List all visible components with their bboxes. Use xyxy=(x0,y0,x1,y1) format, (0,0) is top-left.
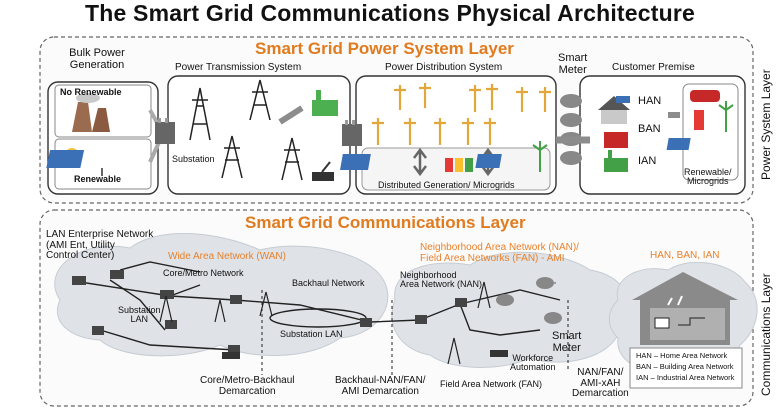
wan-label: Wide Area Network (WAN) xyxy=(168,251,286,262)
network-nodes xyxy=(72,270,467,354)
radio-towers xyxy=(159,281,491,365)
backhaul-label: Backhaul Network xyxy=(292,278,365,288)
factory-icon xyxy=(312,90,338,116)
han-label: HAN xyxy=(638,95,662,107)
legend-item: IAN – Industrial Area Network xyxy=(636,373,735,382)
core-metro-label: Core/Metro Network xyxy=(163,268,244,278)
battery-icon xyxy=(465,158,473,172)
no-renewable-label: No Renewable xyxy=(60,87,122,97)
substation-label: Substation xyxy=(172,154,215,164)
nan-fan-ami-demarcation-label: NAN/FAN/ AMI-xAH Demarcation xyxy=(572,367,629,399)
wind-turbine-icon xyxy=(532,141,548,172)
nan-label: Neighborhood Area Network (NAN) xyxy=(400,270,483,290)
page-title: The Smart Grid Communications Physical A… xyxy=(84,0,696,26)
substation-lan-1-label: Substation LAN xyxy=(118,305,161,325)
utility-truck-icon xyxy=(312,161,334,181)
meter-icons xyxy=(496,277,562,324)
demarcation-lines xyxy=(261,290,569,375)
battery-icon xyxy=(445,158,453,172)
building-icon xyxy=(604,132,628,148)
solar-panel-icon xyxy=(666,138,691,150)
wan-cloud xyxy=(54,233,389,357)
renewable-microgrids-label: Renewable/ Microgrids xyxy=(684,167,732,187)
bulk-generation-label: Bulk Power Generation xyxy=(69,47,125,71)
electric-car-icon xyxy=(690,90,720,102)
comm-layer-title: Smart Grid Communications Layer xyxy=(245,213,526,232)
han-ban-ian-label: HAN, BAN, IAN xyxy=(650,250,720,261)
battery-icon xyxy=(455,158,463,172)
flow-arrow xyxy=(278,105,304,125)
distribution-label: Power Distribution System xyxy=(385,62,503,73)
substation-lan-2-label: Substation LAN xyxy=(280,329,343,339)
lan-enterprise-label: LAN Enterprise Network (AMI Ent, Utility… xyxy=(46,229,154,261)
utility-truck-icon xyxy=(490,350,508,357)
legend-item: BAN – Building Area Network xyxy=(636,362,734,371)
distribution-poles xyxy=(372,83,551,145)
power-layer-side-label: Power System Layer xyxy=(759,69,773,180)
solar-farm-icon xyxy=(46,148,103,176)
power-layer-title: Smart Grid Power System Layer xyxy=(255,39,514,58)
transmission-towers xyxy=(189,79,303,181)
fan-label: Field Area Network (FAN) xyxy=(440,379,543,389)
transformer-icon xyxy=(342,120,362,146)
comm-layer-side-label: Communications Layer xyxy=(759,273,773,396)
ian-label: IAN xyxy=(638,155,657,167)
workforce-label: Workforce Automation xyxy=(510,353,556,373)
backhaul-nan-demarcation-label: Backhaul-NAN/FAN/ AMI Demarcation xyxy=(335,375,426,397)
network-links xyxy=(79,261,561,351)
customer-premise-label: Customer Premise xyxy=(612,62,695,73)
solar-panel-icon xyxy=(340,154,371,170)
transmission-label: Power Transmission System xyxy=(175,62,302,73)
industry-icon xyxy=(604,150,628,172)
house-icon xyxy=(598,96,630,124)
premise-house-icon xyxy=(632,272,738,345)
solar-panel-icon xyxy=(475,154,502,168)
microgrid-label: Distributed Generation/ Microgrids xyxy=(378,180,515,190)
ban-label: BAN xyxy=(638,123,661,135)
ev-charger-icon xyxy=(694,110,704,130)
wind-turbine-icon xyxy=(718,101,734,132)
bidirectional-arrow xyxy=(413,147,427,177)
legend-item: HAN – Home Area Network xyxy=(636,351,728,360)
power-plant-icon xyxy=(72,93,110,132)
legend-box xyxy=(629,347,743,389)
transformer-icon xyxy=(155,118,175,144)
renewable-label: Renewable xyxy=(74,174,122,184)
comm-smart-meter-label: Smart Meter xyxy=(552,330,582,354)
smart-meter-label: Smart Meter xyxy=(558,52,588,76)
nan-fan-label: Neighborhood Area Network (NAN)/ Field A… xyxy=(420,242,579,264)
utility-truck-icon xyxy=(222,352,240,359)
core-backhaul-demarcation-label: Core/Metro-Backhaul Demarcation xyxy=(200,375,295,397)
